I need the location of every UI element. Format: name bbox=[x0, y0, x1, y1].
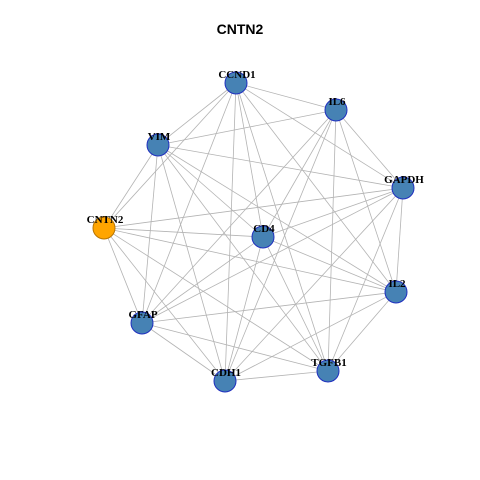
edge-il2-cdh1 bbox=[224, 291, 397, 382]
edge-cntn2-cdh1 bbox=[103, 227, 226, 382]
edge-gapdh-gfap bbox=[141, 187, 404, 324]
edge-gapdh-cntn2 bbox=[103, 187, 404, 229]
node-label-cdh1: CDH1 bbox=[211, 367, 241, 379]
edge-cntn2-il2 bbox=[103, 227, 397, 293]
edge-il6-cdh1 bbox=[224, 109, 337, 382]
edge-gapdh-cdh1 bbox=[224, 187, 404, 382]
node-tgfb1: TGFB1 bbox=[311, 357, 347, 383]
node-ccnd1: CCND1 bbox=[218, 69, 256, 95]
edge-vim-gapdh bbox=[157, 144, 404, 189]
node-gfap: GFAP bbox=[128, 309, 158, 335]
edge-layer bbox=[103, 82, 404, 382]
edge-gfap-cdh1 bbox=[141, 322, 226, 382]
node-circle-gapdh bbox=[391, 176, 415, 200]
edge-cntn2-cd4 bbox=[103, 227, 264, 238]
edge-gfap-tgfb1 bbox=[141, 322, 329, 372]
edge-gapdh-cd4 bbox=[262, 187, 404, 238]
edge-vim-cntn2 bbox=[103, 144, 159, 229]
edge-cntn2-gfap bbox=[103, 227, 143, 324]
edge-il6-gapdh bbox=[335, 109, 404, 189]
node-label-cd4: CD4 bbox=[253, 223, 275, 235]
edge-ccnd1-cd4 bbox=[235, 82, 264, 238]
node-label-ccnd1: CCND1 bbox=[218, 69, 255, 81]
edge-vim-il2 bbox=[157, 144, 397, 293]
edge-tgfb1-cdh1 bbox=[224, 370, 329, 382]
node-il6: IL6 bbox=[324, 96, 348, 122]
edge-gapdh-il2 bbox=[395, 187, 404, 293]
edge-cd4-cdh1 bbox=[224, 236, 264, 382]
edge-il6-vim bbox=[157, 109, 337, 146]
edge-ccnd1-gapdh bbox=[235, 82, 404, 189]
edge-ccnd1-vim bbox=[157, 82, 237, 146]
node-gapdh: GAPDH bbox=[384, 174, 424, 200]
edge-vim-cd4 bbox=[157, 144, 264, 238]
node-label-cntn2: CNTN2 bbox=[87, 214, 124, 226]
node-il2: IL2 bbox=[384, 278, 408, 304]
edge-ccnd1-tgfb1 bbox=[235, 82, 329, 372]
node-cdh1: CDH1 bbox=[211, 367, 241, 393]
node-circle-tgfb1 bbox=[316, 359, 340, 383]
edge-il2-tgfb1 bbox=[327, 291, 397, 372]
node-circle-il2 bbox=[384, 280, 408, 304]
node-circle-cd4 bbox=[251, 225, 275, 249]
edge-ccnd1-cdh1 bbox=[224, 82, 237, 382]
edge-cd4-il2 bbox=[262, 236, 397, 293]
edge-il2-gfap bbox=[141, 291, 397, 324]
node-circle-ccnd1 bbox=[224, 71, 248, 95]
edge-il6-tgfb1 bbox=[327, 109, 337, 372]
edge-il6-cd4 bbox=[262, 109, 337, 238]
node-cntn2: CNTN2 bbox=[87, 214, 124, 240]
edge-cd4-gfap bbox=[141, 236, 264, 324]
node-vim: VIM bbox=[146, 131, 171, 157]
node-label-il6: IL6 bbox=[328, 96, 346, 108]
node-label-tgfb1: TGFB1 bbox=[311, 357, 346, 369]
node-label-gfap: GFAP bbox=[128, 309, 157, 321]
edge-vim-tgfb1 bbox=[157, 144, 329, 372]
node-label-vim: VIM bbox=[148, 131, 171, 143]
edge-ccnd1-il2 bbox=[235, 82, 397, 293]
node-cd4: CD4 bbox=[251, 223, 275, 249]
node-circle-cdh1 bbox=[213, 369, 237, 393]
edge-ccnd1-gfap bbox=[141, 82, 237, 324]
node-circle-cntn2 bbox=[92, 216, 116, 240]
node-circle-gfap bbox=[130, 311, 154, 335]
diagram-title: CNTN2 bbox=[216, 21, 264, 37]
node-circle-vim bbox=[146, 133, 170, 157]
node-label-gapdh: GAPDH bbox=[384, 174, 424, 186]
edge-ccnd1-il6 bbox=[235, 82, 337, 111]
node-circle-il6 bbox=[324, 98, 348, 122]
edge-vim-gfap bbox=[141, 144, 159, 324]
node-label-il2: IL2 bbox=[388, 278, 406, 290]
